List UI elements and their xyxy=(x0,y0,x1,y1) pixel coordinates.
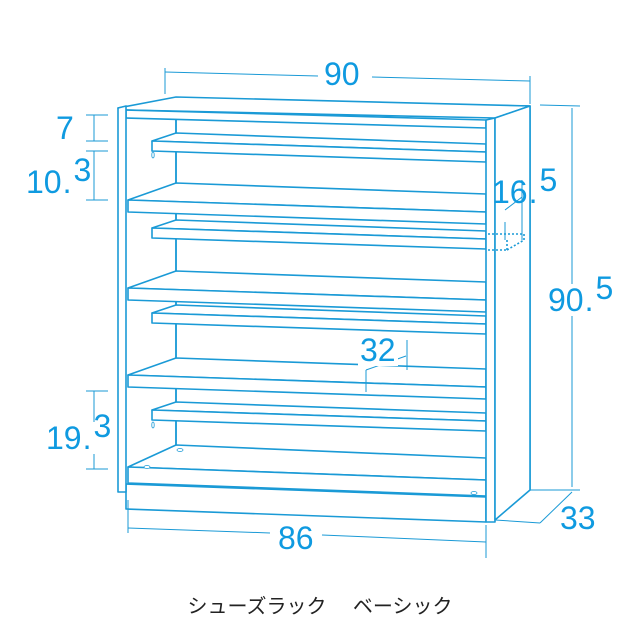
dim-line xyxy=(321,534,487,543)
ext xyxy=(494,519,541,524)
screw-hole xyxy=(176,448,184,452)
dim-top-gap: 7 xyxy=(54,110,76,146)
dim-bottom-gap: 19.3 xyxy=(44,408,114,456)
dim-height: 90.5 xyxy=(546,270,616,318)
right-panel-side xyxy=(494,105,531,521)
right-panel-front xyxy=(485,117,496,523)
dim-depth: 33 xyxy=(560,500,596,536)
left-panel xyxy=(117,105,127,493)
screw-hole xyxy=(143,465,151,469)
screw-hole xyxy=(151,421,155,429)
dim-line xyxy=(164,71,319,77)
hidden-edge xyxy=(506,239,525,251)
dim-side-depth: 16.5 xyxy=(492,162,558,210)
screw-hole xyxy=(470,491,478,495)
ext xyxy=(539,104,581,107)
dim-shelf-depth: 32 xyxy=(358,332,398,368)
screw-hole xyxy=(151,151,155,159)
dim-width-outer: 90 xyxy=(322,56,362,92)
dim-line xyxy=(371,76,531,82)
dim-shelf-gap: 10.3 xyxy=(24,152,94,200)
dim-line xyxy=(539,491,573,524)
dim-line xyxy=(504,196,523,211)
product-caption: シューズラック ベーシック xyxy=(187,594,453,618)
dim-line xyxy=(127,527,271,534)
dim-width-inner: 86 xyxy=(276,520,316,556)
